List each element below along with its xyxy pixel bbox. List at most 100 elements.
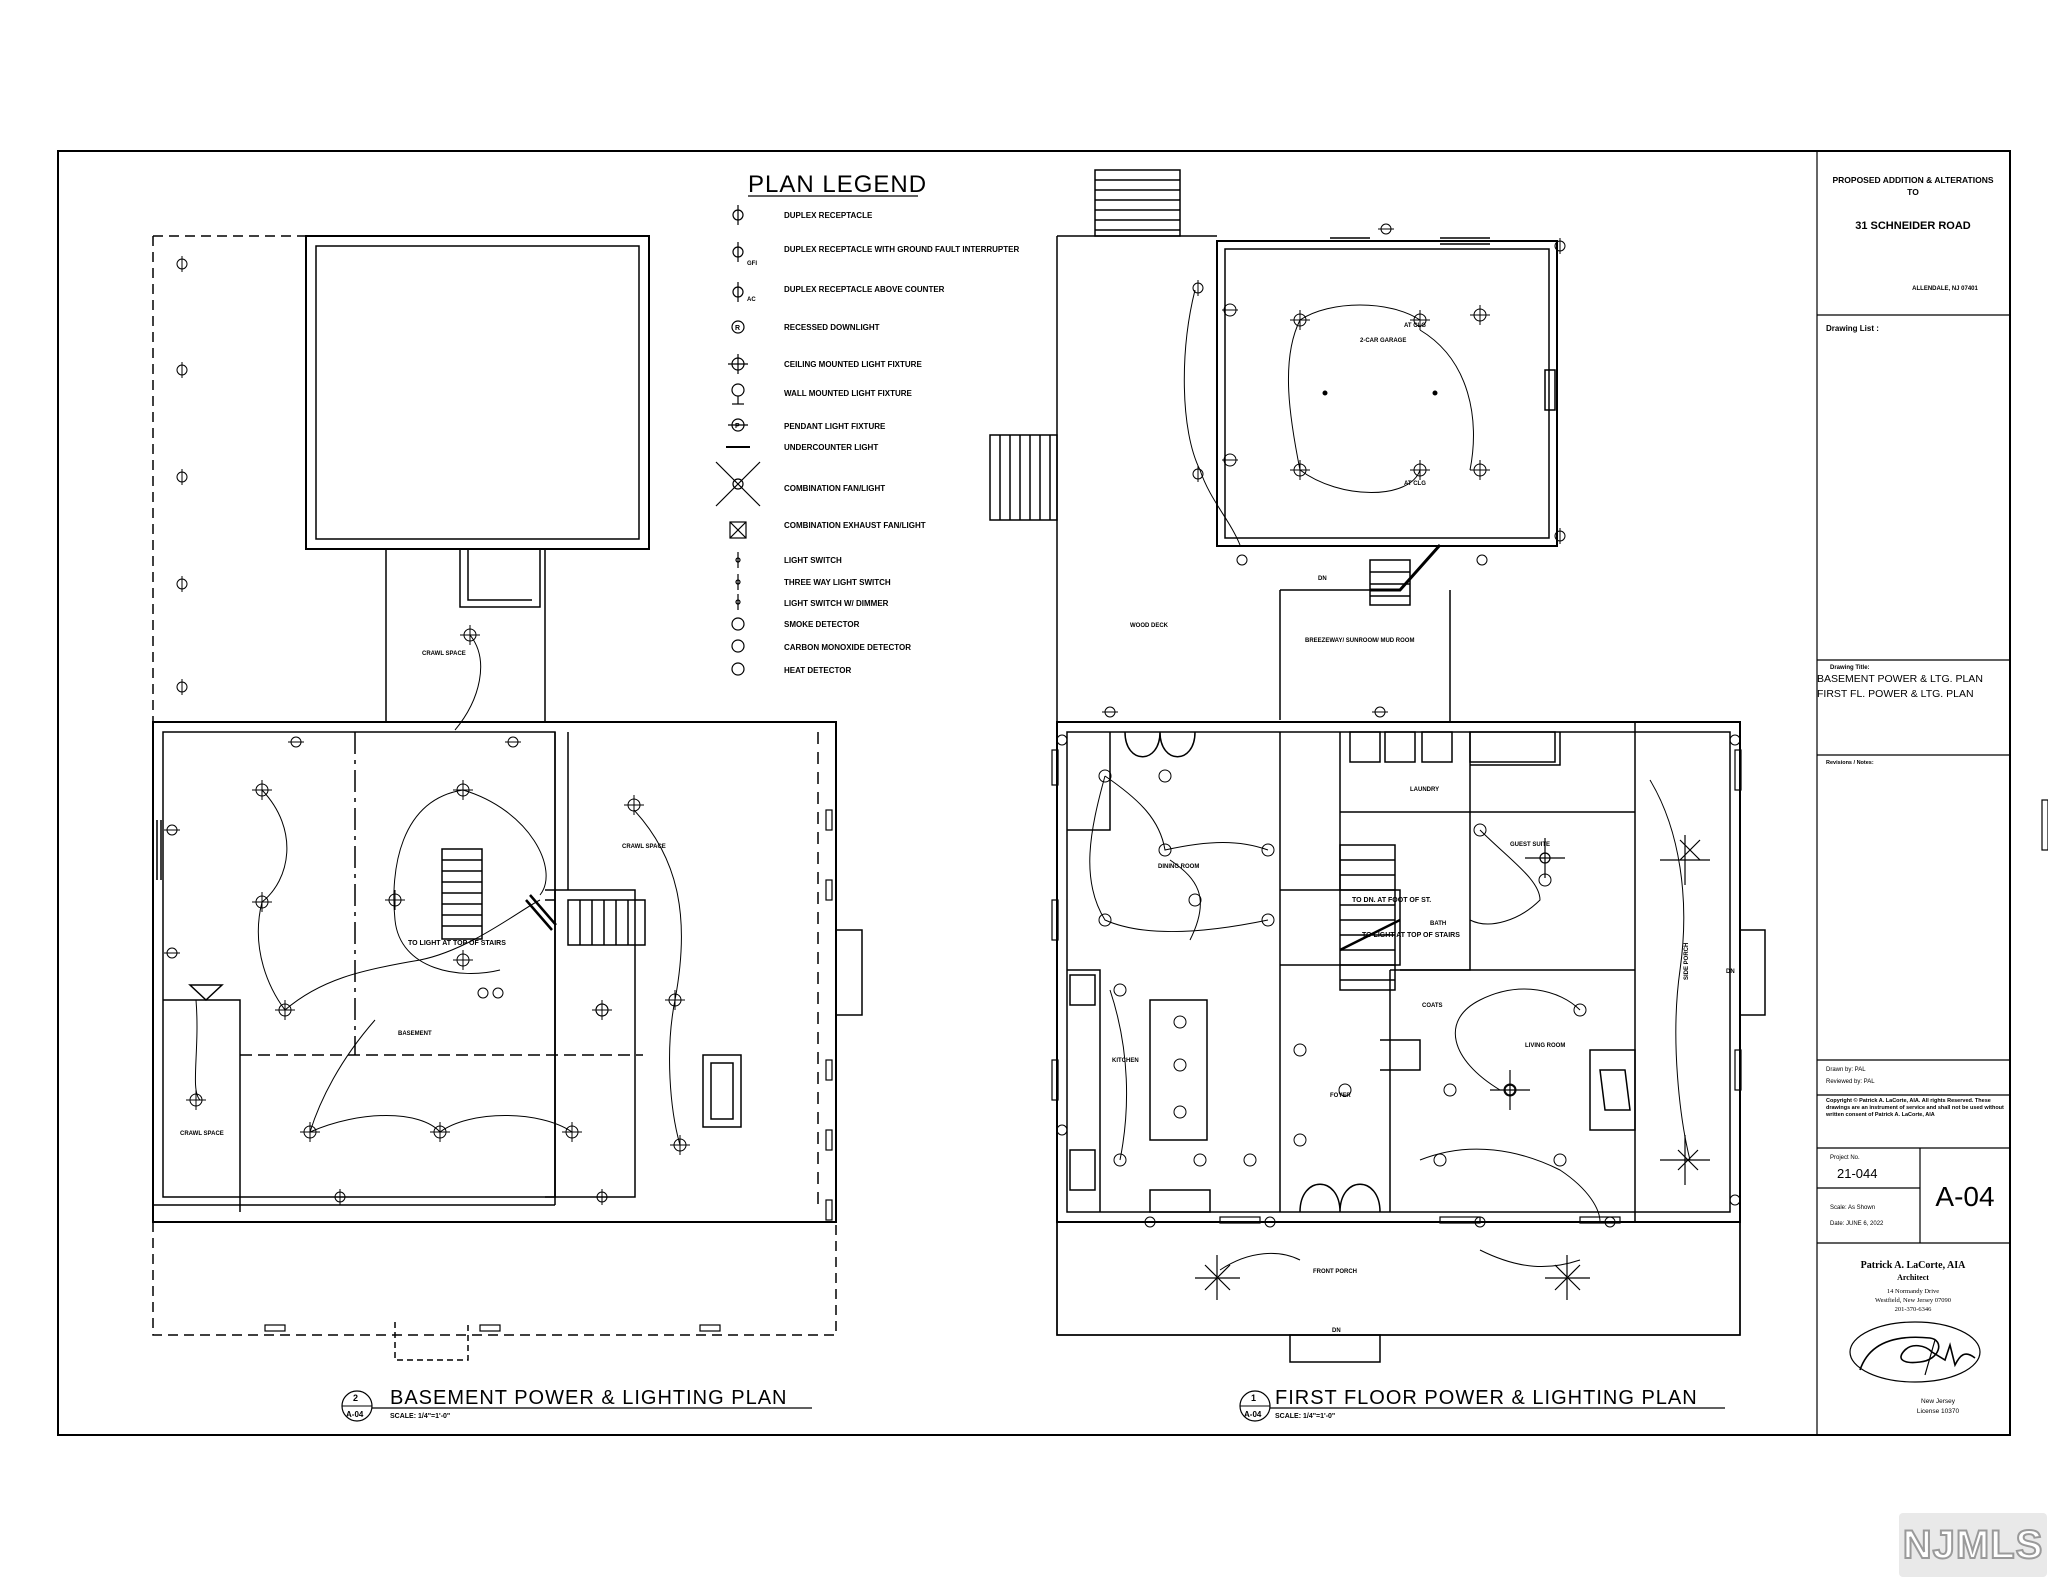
tb-city: ALLENDALE, NJ 07401 <box>1912 286 1978 292</box>
legend-label-12: LIGHT SWITCH W/ DIMMER <box>784 599 889 608</box>
first-floor-detail-number: 1 <box>1251 1393 1256 1403</box>
living-room-label: LIVING ROOM <box>1525 1043 1565 1049</box>
legend-tag-gfi: GFI <box>747 261 757 267</box>
svg-text:P: P <box>735 423 740 430</box>
basement-stair-note: TO LIGHT AT TOP OF STAIRS <box>408 940 506 947</box>
first-floor-sheet-ref: A-04 <box>1244 1410 1262 1419</box>
basement-crawl-right-label: CRAWL SPACE <box>622 844 666 850</box>
tb-date: Date: JUNE 6, 2022 <box>1830 1221 1884 1227</box>
basement-sheet-ref: A-04 <box>346 1410 364 1419</box>
garage-label: 2-CAR GARAGE <box>1360 338 1406 344</box>
legend-label-10: LIGHT SWITCH <box>784 556 842 565</box>
legend-label-0: DUPLEX RECEPTACLE <box>784 211 873 220</box>
legend-label-15: HEAT DETECTOR <box>784 666 851 675</box>
dn-label-1: DN <box>1318 576 1327 582</box>
sheet-border <box>57 150 2011 1436</box>
legend-label-9: COMBINATION EXHAUST FAN/LIGHT <box>784 521 926 530</box>
garage-at-clg-1: AT CLG <box>1404 323 1426 329</box>
architect-signature <box>1849 1321 1981 1383</box>
legend-label-14: CARBON MONOXIDE DETECTOR <box>784 643 911 652</box>
tb-drawing-title-label: Drawing Title: <box>1830 665 1870 671</box>
sheet-edge-tab <box>2041 799 2048 851</box>
exhaust-fan-icon <box>729 521 747 539</box>
light-switch-icon <box>735 552 741 568</box>
three-way-switch-icon <box>735 574 741 590</box>
tb-address2: Westfield, New Jersey 07090 <box>1875 1297 1951 1304</box>
basement-scale: SCALE: 1/4"=1'-0" <box>390 1413 450 1420</box>
tb-drawing-list-label: Drawing List : <box>1826 324 1879 333</box>
plan-legend: PLAN LEGEND R P DUPLEX RECEPTACLE DUPLEX… <box>715 171 1019 676</box>
tb-license-no: License 10370 <box>1917 1408 1960 1415</box>
smoke-detector-icon <box>731 617 745 631</box>
laundry-label: LAUNDRY <box>1410 787 1439 793</box>
heat-detector-icon <box>731 662 745 676</box>
tb-copyright-box: Copyright © Patrick A. LaCorte, AIA. All… <box>1826 1098 2004 1118</box>
first-floor-scale: SCALE: 1/4"=1'-0" <box>1275 1413 1335 1420</box>
mud-room-label: BREEZEWAY/ SUNROOM/ MUD ROOM <box>1305 638 1414 644</box>
front-porch-label: FRONT PORCH <box>1313 1269 1357 1275</box>
legend-label-6: PENDANT LIGHT FIXTURE <box>784 422 886 431</box>
ceiling-light-icon <box>728 354 748 374</box>
basement-room-label: BASEMENT <box>398 1031 432 1037</box>
guest-suite-label: GUEST SUITE <box>1510 842 1550 848</box>
tb-drawing-title-2: FIRST FL. POWER & LTG. PLAN <box>1817 688 1974 700</box>
basement-detail-number: 2 <box>353 1393 358 1403</box>
tb-sheet-number: A-04 <box>1935 1181 1994 1212</box>
tb-revisions-label: Revisions / Notes: <box>1826 760 1874 766</box>
tb-reviewed-by: Reviewed by: PAL <box>1826 1079 1875 1085</box>
legend-label-5: WALL MOUNTED LIGHT FIXTURE <box>784 389 913 398</box>
tb-copyright: Copyright © Patrick A. LaCorte, AIA. All… <box>1826 1098 2004 1118</box>
svg-text:R: R <box>735 325 740 332</box>
dn-label-2: DN <box>1726 969 1735 975</box>
legend-label-4: CEILING MOUNTED LIGHT FIXTURE <box>784 360 922 369</box>
legend-label-8: COMBINATION FAN/LIGHT <box>784 484 885 493</box>
legend-label-7: UNDERCOUNTER LIGHT <box>784 443 878 452</box>
tb-drawn-by: Drawn by: PAL <box>1826 1067 1866 1073</box>
legend-tag-ac: AC <box>747 297 756 303</box>
garage-at-clg-2: AT CLG <box>1404 481 1426 487</box>
first-floor-plan-title: FIRST FLOOR POWER & LIGHTING PLAN <box>1275 1387 1698 1409</box>
legend-label-2: DUPLEX RECEPTACLE ABOVE COUNTER <box>784 285 945 294</box>
legend-label-13: SMOKE DETECTOR <box>784 620 860 629</box>
legend-label-1: DUPLEX RECEPTACLE WITH GROUND FAULT INTE… <box>784 245 1019 254</box>
tb-architect-title: Architect <box>1897 1273 1929 1282</box>
recessed-downlight-icon: R <box>731 320 745 334</box>
tb-license-state: New Jersey <box>1921 1398 1956 1405</box>
bath-label: BATH <box>1430 921 1446 927</box>
basement-plan-title: BASEMENT POWER & LIGHTING PLAN <box>390 1387 787 1409</box>
njmls-watermark-logo: NJMLS <box>1899 1513 2047 1577</box>
tb-project-line1: PROPOSED ADDITION & ALTERATIONS <box>1832 175 1993 185</box>
gfi-receptacle-icon <box>732 242 744 262</box>
pendant-light-icon: P <box>728 418 748 432</box>
tb-scale: Scale: As Shown <box>1830 1205 1875 1211</box>
tb-project-line2: TO <box>1907 187 1919 197</box>
ac-receptacle-icon <box>732 282 744 302</box>
first-floor-title-block: 1 A-04 FIRST FLOOR POWER & LIGHTING PLAN… <box>1239 1387 1725 1422</box>
basement-plan <box>152 235 863 1361</box>
duplex-receptacle-icon <box>732 205 744 225</box>
legend-title: PLAN LEGEND <box>748 171 927 198</box>
dining-room-label: DINING ROOM <box>1158 864 1199 870</box>
foyer-label: FOYER <box>1330 1093 1351 1099</box>
dimmer-switch-icon <box>735 594 741 610</box>
dn-label-3: DN <box>1332 1328 1341 1334</box>
first-floor-plan <box>989 169 1766 1363</box>
coats-label: COATS <box>1422 1003 1443 1009</box>
tb-address1: 14 Normandy Drive <box>1887 1288 1939 1295</box>
side-porch-label: SIDE PORCH <box>1684 943 1690 980</box>
basement-title-block: 2 A-04 BASEMENT POWER & LIGHTING PLAN SC… <box>341 1387 812 1422</box>
fan-light-icon <box>715 461 761 507</box>
wall-light-icon <box>731 383 745 405</box>
legend-label-11: THREE WAY LIGHT SWITCH <box>784 578 891 587</box>
basement-crawl-left-label: CRAWL SPACE <box>180 1131 224 1137</box>
basement-crawl-top-label: CRAWL SPACE <box>422 651 466 657</box>
tb-phone: 201-370-6346 <box>1895 1306 1933 1313</box>
tb-address: 31 SCHNEIDER ROAD <box>1855 220 1971 232</box>
tb-project-no-label: Project No. <box>1830 1155 1860 1161</box>
kitchen-label: KITCHEN <box>1112 1058 1139 1064</box>
wood-deck-label: WOOD DECK <box>1130 623 1169 629</box>
legend-label-3: RECESSED DOWNLIGHT <box>784 323 880 332</box>
tb-drawing-title-1: BASEMENT POWER & LTG. PLAN <box>1817 673 1983 685</box>
tb-architect-name: Patrick A. LaCorte, AIA <box>1861 1260 1966 1271</box>
